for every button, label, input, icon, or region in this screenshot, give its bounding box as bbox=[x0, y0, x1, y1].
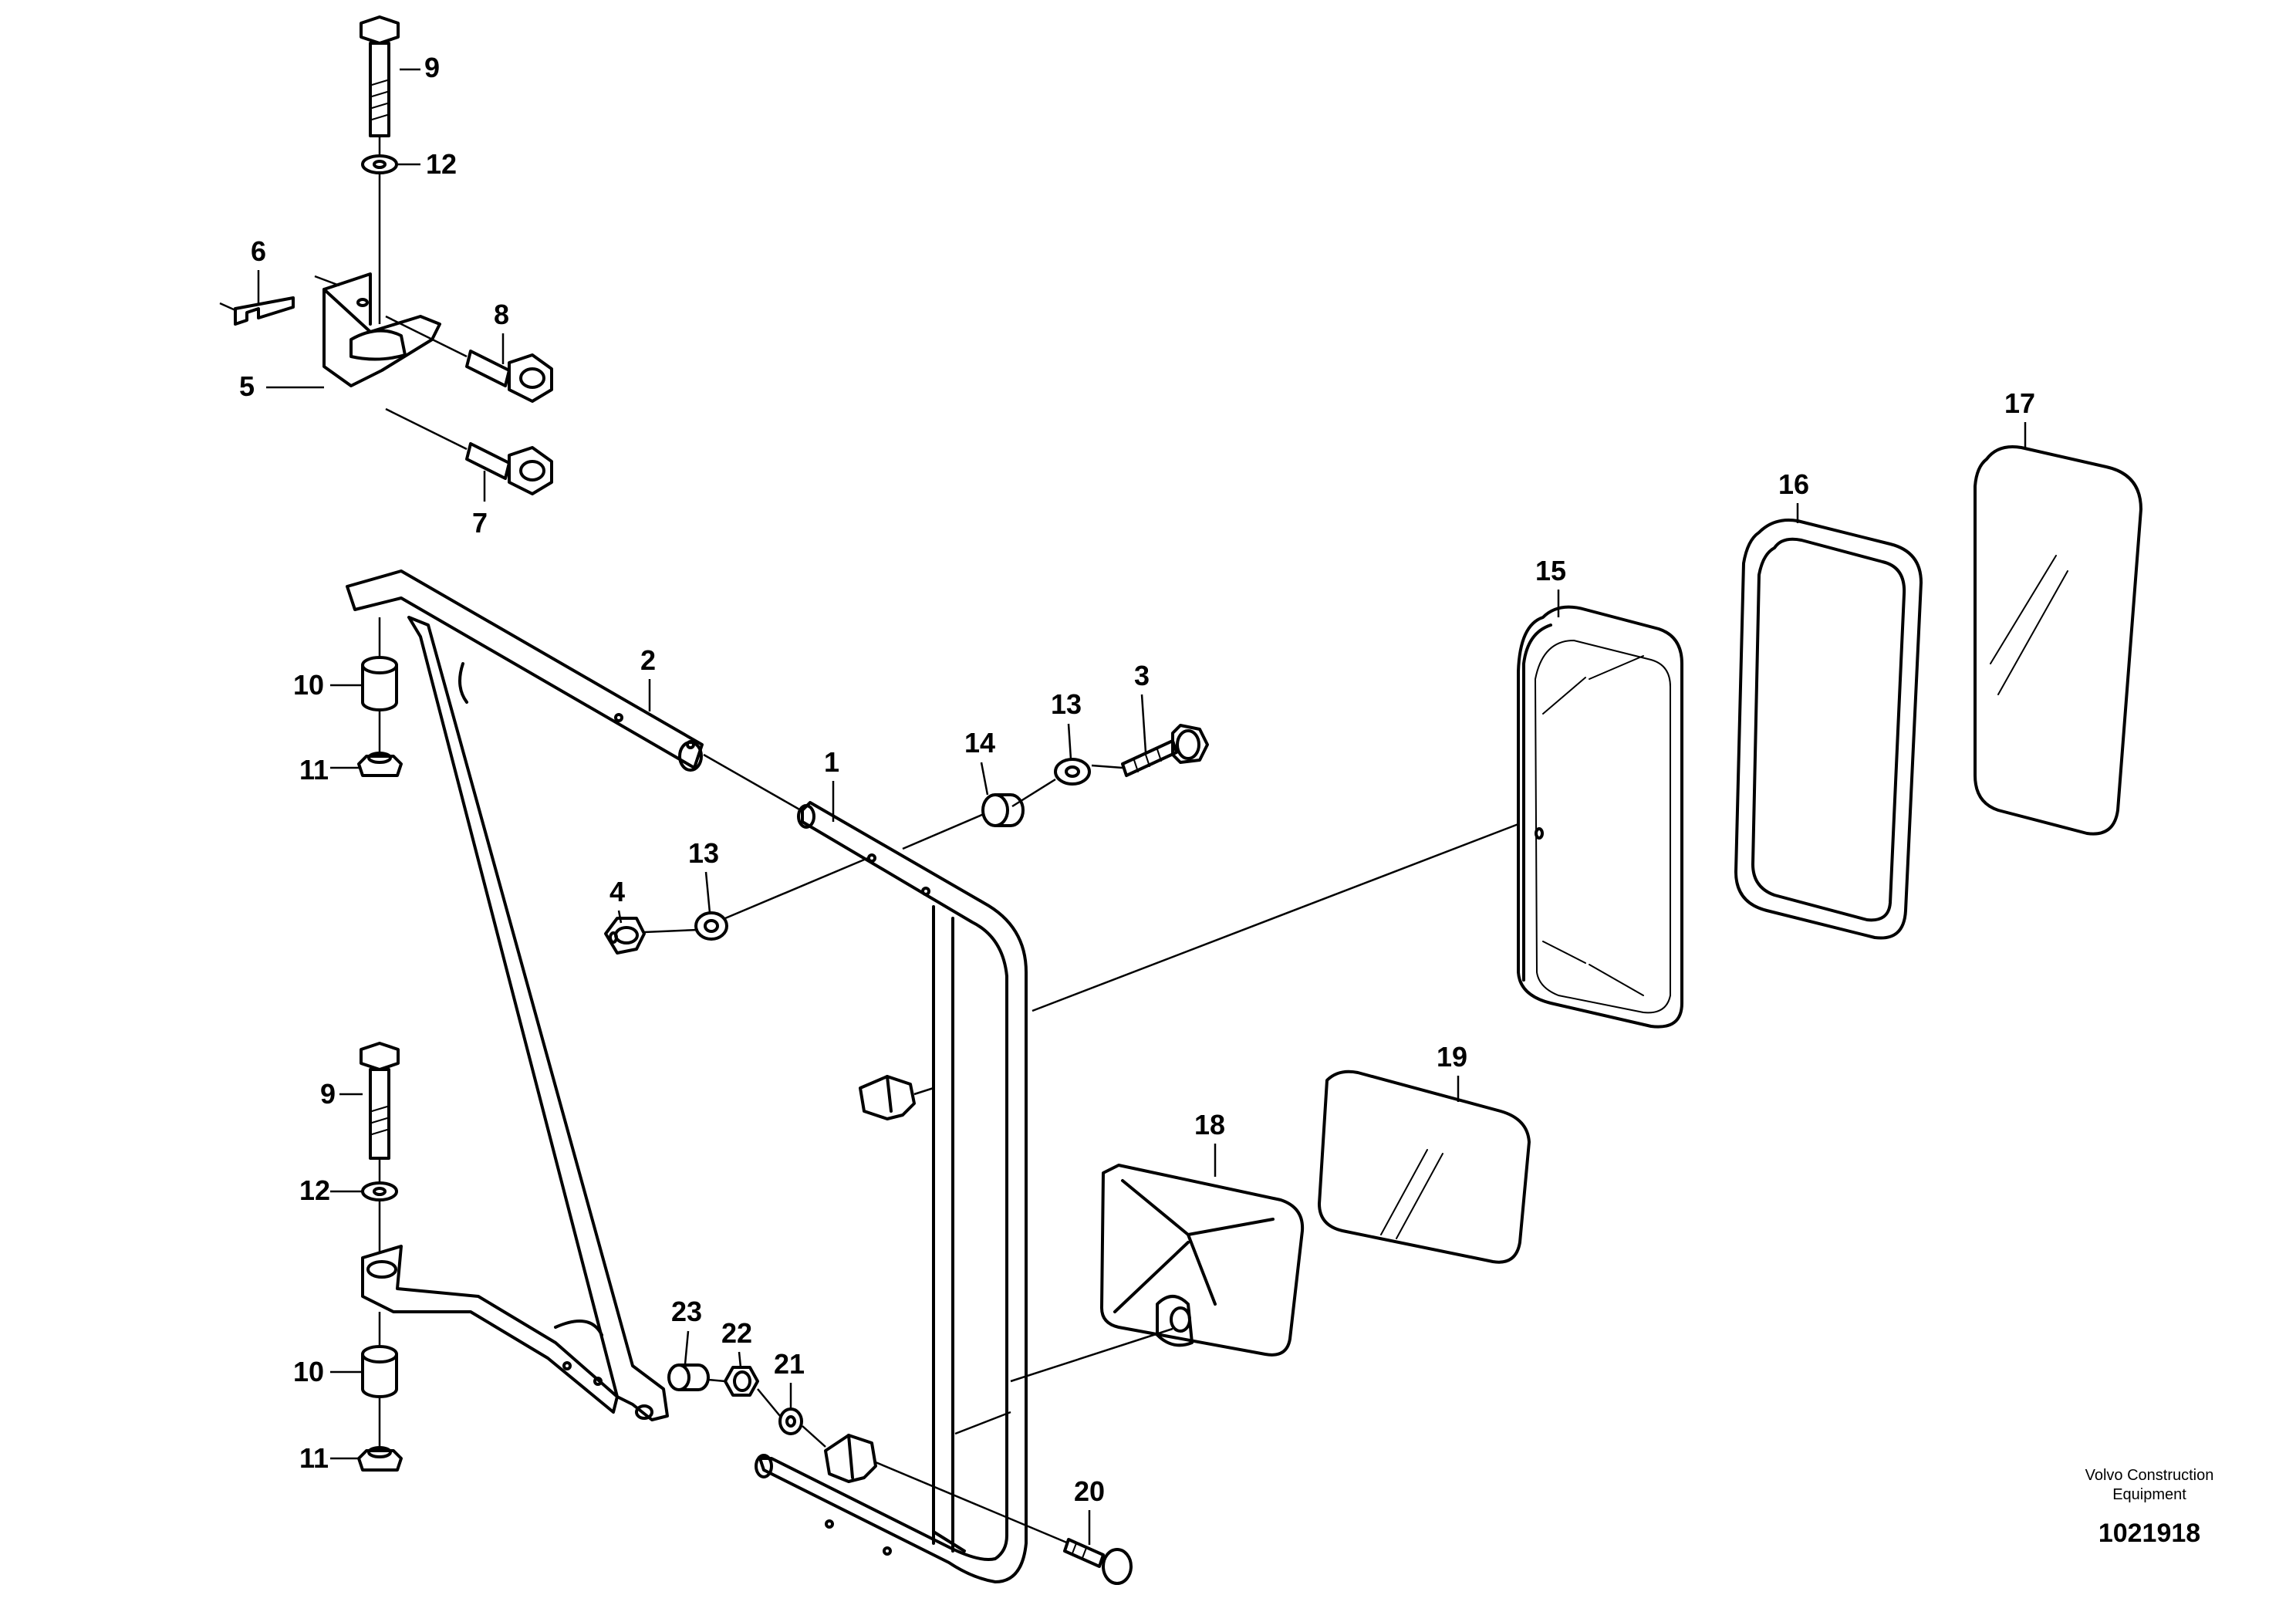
bushing-part-23 bbox=[667, 1363, 710, 1391]
mirror-frame-part-16 bbox=[1734, 519, 1923, 940]
drawing-number: 1021918 bbox=[2098, 1519, 2201, 1548]
washer-part-21 bbox=[778, 1407, 803, 1435]
lower-spacer-part-10 bbox=[361, 1345, 398, 1398]
washer-part-13-right bbox=[1054, 758, 1091, 786]
bolt-part-3 bbox=[1121, 724, 1209, 777]
spacer-part-14 bbox=[981, 793, 1025, 827]
callout-9-upper: 9 bbox=[424, 52, 440, 83]
callout-20: 20 bbox=[1074, 1475, 1105, 1507]
callout-1: 1 bbox=[824, 746, 839, 778]
callout-3: 3 bbox=[1134, 660, 1150, 691]
callout-11-upper: 11 bbox=[299, 754, 329, 786]
callout-17: 17 bbox=[2004, 387, 2035, 419]
callout-13-right: 13 bbox=[1051, 688, 1082, 720]
upper-clamp bbox=[859, 1075, 916, 1120]
upper-washer-part-12 bbox=[361, 154, 398, 174]
callout-12-lower: 12 bbox=[299, 1174, 330, 1206]
callout-13-left: 13 bbox=[688, 837, 719, 869]
callout-10-upper: 10 bbox=[293, 669, 324, 701]
company-name-line1: Volvo Construction bbox=[2085, 1467, 2214, 1484]
callout-5: 5 bbox=[239, 370, 255, 402]
bolt-part-7 bbox=[465, 442, 553, 495]
callout-7: 7 bbox=[472, 507, 488, 539]
company-name-line2: Equipment bbox=[2112, 1486, 2186, 1503]
bolt-part-20 bbox=[1063, 1538, 1133, 1585]
arm-part-2 bbox=[346, 569, 704, 1421]
callout-21: 21 bbox=[774, 1348, 805, 1380]
callout-labels: 9 12 6 5 8 7 2 10 11 1 14 13 3 13 4 15 1… bbox=[239, 52, 2035, 1545]
bolt-part-8 bbox=[465, 350, 553, 403]
bracket-part-5 bbox=[322, 272, 441, 387]
lower-bolt-part-9 bbox=[360, 1042, 400, 1160]
callout-12-upper: 12 bbox=[426, 148, 457, 180]
callout-9-lower: 9 bbox=[320, 1078, 336, 1110]
nut-part-22 bbox=[724, 1366, 759, 1397]
lower-arm bbox=[361, 1245, 619, 1414]
small-mirror-glass-part-19 bbox=[1318, 1070, 1531, 1264]
drawing-credit: Volvo Construction Equipment 1021918 bbox=[2034, 1466, 2265, 1549]
mirror-assembly-part-15 bbox=[1517, 605, 1683, 1029]
callout-18: 18 bbox=[1194, 1109, 1225, 1140]
callout-6: 6 bbox=[251, 235, 266, 267]
callout-16: 16 bbox=[1778, 468, 1809, 500]
upper-bolt-part-9 bbox=[360, 15, 400, 137]
callout-22: 22 bbox=[721, 1317, 752, 1349]
callout-8: 8 bbox=[494, 299, 509, 330]
mirror-glass-part-17 bbox=[1974, 445, 2142, 836]
clip-part-6 bbox=[234, 296, 295, 326]
callout-4: 4 bbox=[609, 876, 625, 907]
callout-14: 14 bbox=[964, 727, 995, 759]
washer-part-13-left bbox=[694, 911, 728, 941]
upper-nut-part-11 bbox=[357, 752, 403, 777]
frame-part-1 bbox=[755, 801, 1028, 1583]
callout-15: 15 bbox=[1535, 555, 1566, 586]
callout-11-lower: 11 bbox=[299, 1442, 329, 1474]
lower-washer-part-12 bbox=[361, 1181, 398, 1201]
callout-19: 19 bbox=[1437, 1041, 1467, 1073]
callout-23: 23 bbox=[671, 1296, 702, 1327]
upper-spacer-part-10 bbox=[361, 656, 398, 711]
callout-10-lower: 10 bbox=[293, 1356, 324, 1387]
callout-2: 2 bbox=[640, 644, 656, 676]
nut-part-4 bbox=[604, 917, 646, 955]
lower-clamp bbox=[824, 1434, 877, 1483]
lower-nut-part-11 bbox=[357, 1446, 403, 1472]
small-mirror-housing-part-18 bbox=[1100, 1164, 1305, 1357]
